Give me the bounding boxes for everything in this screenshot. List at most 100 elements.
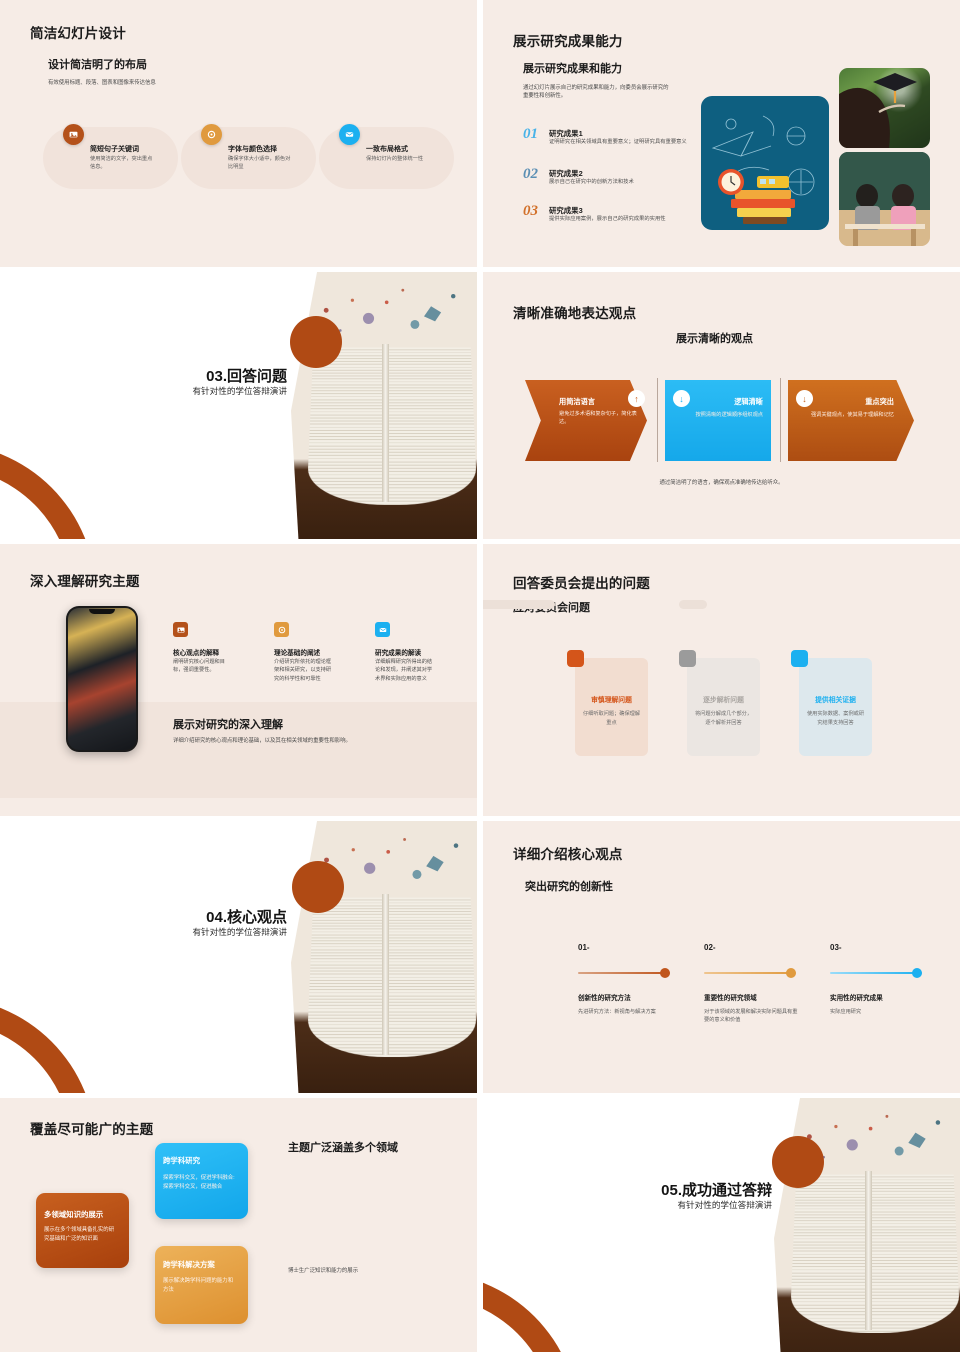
target-icon (201, 124, 222, 145)
slide-core-views[interactable]: 详细介绍核心观点 突出研究的创新性 01- 创新性的研究方法 先进研究方法：新视… (483, 821, 960, 1093)
slide-clean-design[interactable]: 简洁幻灯片设计 设计简洁明了的布局 有效使用标题、段落、图表和图像来传达信息 简… (0, 0, 477, 267)
item-number: 02 (523, 166, 538, 183)
slide-broad-topics[interactable]: 覆盖尽可能广的主题 多领域知识的展示 展示在多个领域具备扎实的研究基础和广泛的知… (0, 1098, 477, 1352)
slide-committee-questions[interactable]: 回答委员会提出的问题 应对委员会问题 审慎理解问题 仔细听取问题；确保理解重点 … (483, 544, 960, 816)
slide-section-05[interactable]: 05.成功通过答辩 有针对性的学位答辩演讲 (483, 1098, 960, 1352)
item-heading: 理论基础的阐述 (274, 647, 320, 657)
item-description: 详细解释研究所得出的结论和发现，并阐述其对学术界和实际应用的意义 (375, 658, 437, 683)
item-description: 仔细听取问题；确保理解重点 (581, 710, 642, 727)
item-number: 02- (704, 943, 716, 952)
accent-circle (292, 861, 344, 913)
item-number: 01 (523, 126, 538, 143)
accent-circle (772, 1136, 824, 1188)
accent-arc (0, 959, 134, 1093)
item-heading: 跨学科研究 (163, 1155, 200, 1166)
section-subtitle: 有针对性的学位答辩演讲 (87, 926, 287, 938)
page-title: 详细介绍核心观点 (513, 843, 623, 863)
item-heading: 逻辑清晰 (669, 397, 763, 407)
item-heading: 重点突出 (793, 397, 894, 407)
item-heading: 简短句子关键词 (90, 144, 139, 154)
accent-circle (290, 316, 342, 368)
item-number: 03- (830, 943, 842, 952)
slide-deep-understanding[interactable]: 深入理解研究主题 核心观点的解释 阐明研究核心问题和目标，强调重要性。 理论基础… (0, 544, 477, 816)
list-item[interactable]: 审慎理解问题 仔细听取问题；确保理解重点 (575, 658, 648, 756)
item-description: 阐明研究核心问题和目标，强调重要性。 (173, 658, 235, 675)
slide-section-03[interactable]: 03.回答问题 有针对性的学位答辩演讲 (0, 272, 477, 539)
item-description: 实际应用研究 (830, 1008, 926, 1016)
item-description: 强调关键观点，使其易于理解和记忆 (793, 411, 894, 419)
section-title: 04.核心观点 (127, 906, 287, 927)
slide-subtitle: 展示清晰的观点 (676, 330, 753, 346)
slide-footer-note: 通过简洁明了的语言，确保观点准确地传达给听众。 (483, 479, 960, 487)
mail-icon (339, 124, 360, 145)
item-number: 01- (578, 943, 590, 952)
mail-icon (375, 622, 390, 637)
accent-arc (483, 1234, 617, 1352)
item-heading: 跨学科解决方案 (163, 1259, 215, 1270)
section-title: 03.回答问题 (127, 365, 287, 386)
graduation-photo (839, 68, 930, 148)
item-heading: 核心观点的解释 (173, 647, 219, 657)
item-description: 展示解决跨学科问题的能力和方法 (163, 1277, 237, 1295)
item-heading: 提供相关证据 (799, 694, 872, 704)
card-tab (791, 650, 808, 667)
target-icon (274, 622, 289, 637)
item-description: 先进研究方法：新视角与解决方案 (578, 1008, 674, 1016)
page-title: 展示研究成果能力 (513, 30, 623, 50)
item-description: 使用简洁的文字，突出重点信息。 (90, 155, 156, 172)
item-heading: 字体与颜色选择 (228, 144, 277, 154)
slide-clear-view[interactable]: 清晰准确地表达观点 展示清晰的观点 ↑ 用简洁语言 避免过多术语和复杂句子，简化… (483, 272, 960, 539)
progress-knob[interactable] (912, 968, 922, 978)
progress-track[interactable] (830, 972, 922, 974)
item-description: 将问题分解成几个部分，逐个解析并回答 (693, 710, 754, 727)
page-title: 回答委员会提出的问题 (513, 572, 650, 592)
item-description: 展示自己在研究中的创新方法和技术 (549, 178, 719, 186)
card-tab (567, 650, 584, 667)
card-tab (679, 650, 696, 667)
band-heading: 展示对研究的深入理解 (173, 716, 283, 732)
phone-mockup-photo (66, 606, 138, 752)
item-description: 使用实际数据、案例或研究结果支持回答 (805, 710, 866, 727)
item-heading: 一致布局格式 (366, 144, 408, 154)
slide-subtitle: 突出研究的创新性 (525, 878, 613, 894)
classroom-photo (839, 152, 930, 246)
section-subtitle: 有针对性的学位答辩演讲 (87, 385, 287, 397)
progress-knob[interactable] (660, 968, 670, 978)
item-description: 对于该领域的发展和解决实际问题具有重要的意义和价值 (704, 1008, 800, 1025)
item-description: 介绍研究所依托的理论框架和相关研究，以支持研究的科学性和可靠性 (274, 658, 336, 683)
item-description: 展示在多个领域具备扎实的研究基础和广泛的知识面 (44, 1226, 118, 1244)
progress-knob[interactable] (786, 968, 796, 978)
band-description: 详细介绍研究的核心观点和理论基础，以及其在相关领域的重要性和影响。 (173, 737, 473, 745)
item-heading: 创新性的研究方法 (578, 992, 631, 1002)
item-heading: 多领域知识的展示 (44, 1209, 103, 1220)
section-title: 05.成功通过答辩 (602, 1179, 772, 1200)
item-heading: 实用性的研究成果 (830, 992, 883, 1002)
page-title: 清晰准确地表达观点 (513, 302, 636, 322)
item-heading: 用简洁语言 (559, 397, 595, 407)
slide-description: 通过幻灯片展示自己的研究成果和能力，向委员会展示研究的重要性和创新性。 (523, 84, 673, 101)
item-description: 证明研究在相关领域具有重要意义；证明研究具有重要意义 (549, 138, 719, 146)
list-item[interactable]: 逐步解析问题 将问题分解成几个部分，逐个解析并回答 (687, 658, 760, 756)
item-heading: 重要性的研究领域 (704, 992, 757, 1002)
slide-subtitle: 设计简洁明了的布局 (48, 56, 147, 72)
item-description: 避免过多术语和复杂句子，简化表达。 (559, 410, 641, 427)
slide-description: 有效使用标题、段落、图表和图像来传达信息 (48, 79, 156, 87)
page-title: 深入理解研究主题 (30, 570, 140, 590)
right-description: 博士生广泛知识和能力的展示 (288, 1266, 358, 1274)
right-heading: 主题广泛涵盖多个领域 (288, 1141, 418, 1156)
list-item[interactable]: 提供相关证据 使用实际数据、案例或研究结果支持回答 (799, 658, 872, 756)
progress-track[interactable] (704, 972, 796, 974)
image-icon (173, 622, 188, 637)
item-heading: 逐步解析问题 (687, 694, 760, 704)
item-description: 按照清晰的逻辑顺序组织观点 (669, 411, 763, 419)
slide-section-04[interactable]: 04.核心观点 有针对性的学位答辩演讲 (0, 821, 477, 1093)
accent-arc (0, 405, 134, 539)
item-heading: 审慎理解问题 (575, 694, 648, 704)
item-heading: 研究成果的解读 (375, 647, 421, 657)
slide-research-ability[interactable]: 展示研究成果能力 展示研究成果和能力 通过幻灯片展示自己的研究成果和能力，向委员… (483, 0, 960, 267)
item-description: 确保字体大小适中，颜色对比明显 (228, 155, 294, 172)
page-title: 简洁幻灯片设计 (30, 22, 126, 42)
section-subtitle: 有针对性的学位答辩演讲 (562, 1199, 772, 1211)
progress-track[interactable] (578, 972, 670, 974)
